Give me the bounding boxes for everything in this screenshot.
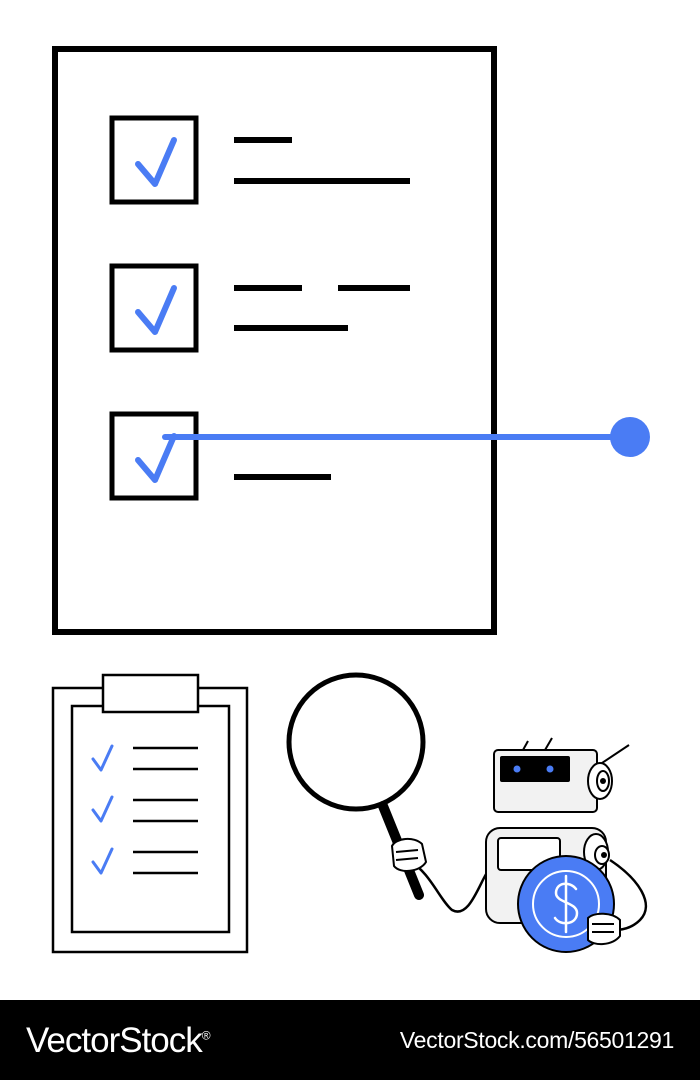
- clipboard-icon: [51, 673, 249, 954]
- checkbox: [109, 263, 199, 353]
- watermark-footer: VectorStock® VectorStock.com/56501291: [0, 1000, 700, 1080]
- robot-head: [493, 749, 613, 813]
- checkmark-icon: [91, 744, 114, 772]
- brand-name: VectorStock: [26, 1020, 203, 1060]
- checklist-illustration: [51, 46, 650, 954]
- checklist-item-1: [109, 115, 410, 205]
- vectorstock-logo: VectorStock®: [26, 1020, 211, 1060]
- robot-eye: [513, 765, 521, 773]
- registered-mark: ®: [201, 1027, 211, 1042]
- checkmark-icon: [135, 433, 177, 483]
- checklist-document-icon: [52, 46, 497, 635]
- checkbox: [109, 115, 199, 205]
- robot-hand: [587, 912, 621, 946]
- robot-hand: [390, 838, 428, 872]
- clipboard-clip: [101, 673, 200, 714]
- checkmark-icon: [91, 847, 114, 875]
- robot-eye: [546, 765, 554, 773]
- checklist-item-2: [109, 263, 410, 353]
- checkmark-icon: [91, 795, 114, 823]
- checkbox: [109, 411, 199, 501]
- connector-line: [162, 417, 650, 457]
- robot-icon: [390, 737, 648, 953]
- checklist-item-3: [109, 411, 331, 501]
- checkmark-icon: [135, 285, 177, 335]
- checkmark-icon: [135, 137, 177, 187]
- image-id: VectorStock.com/56501291: [399, 1026, 674, 1053]
- connector-dot: [610, 417, 650, 457]
